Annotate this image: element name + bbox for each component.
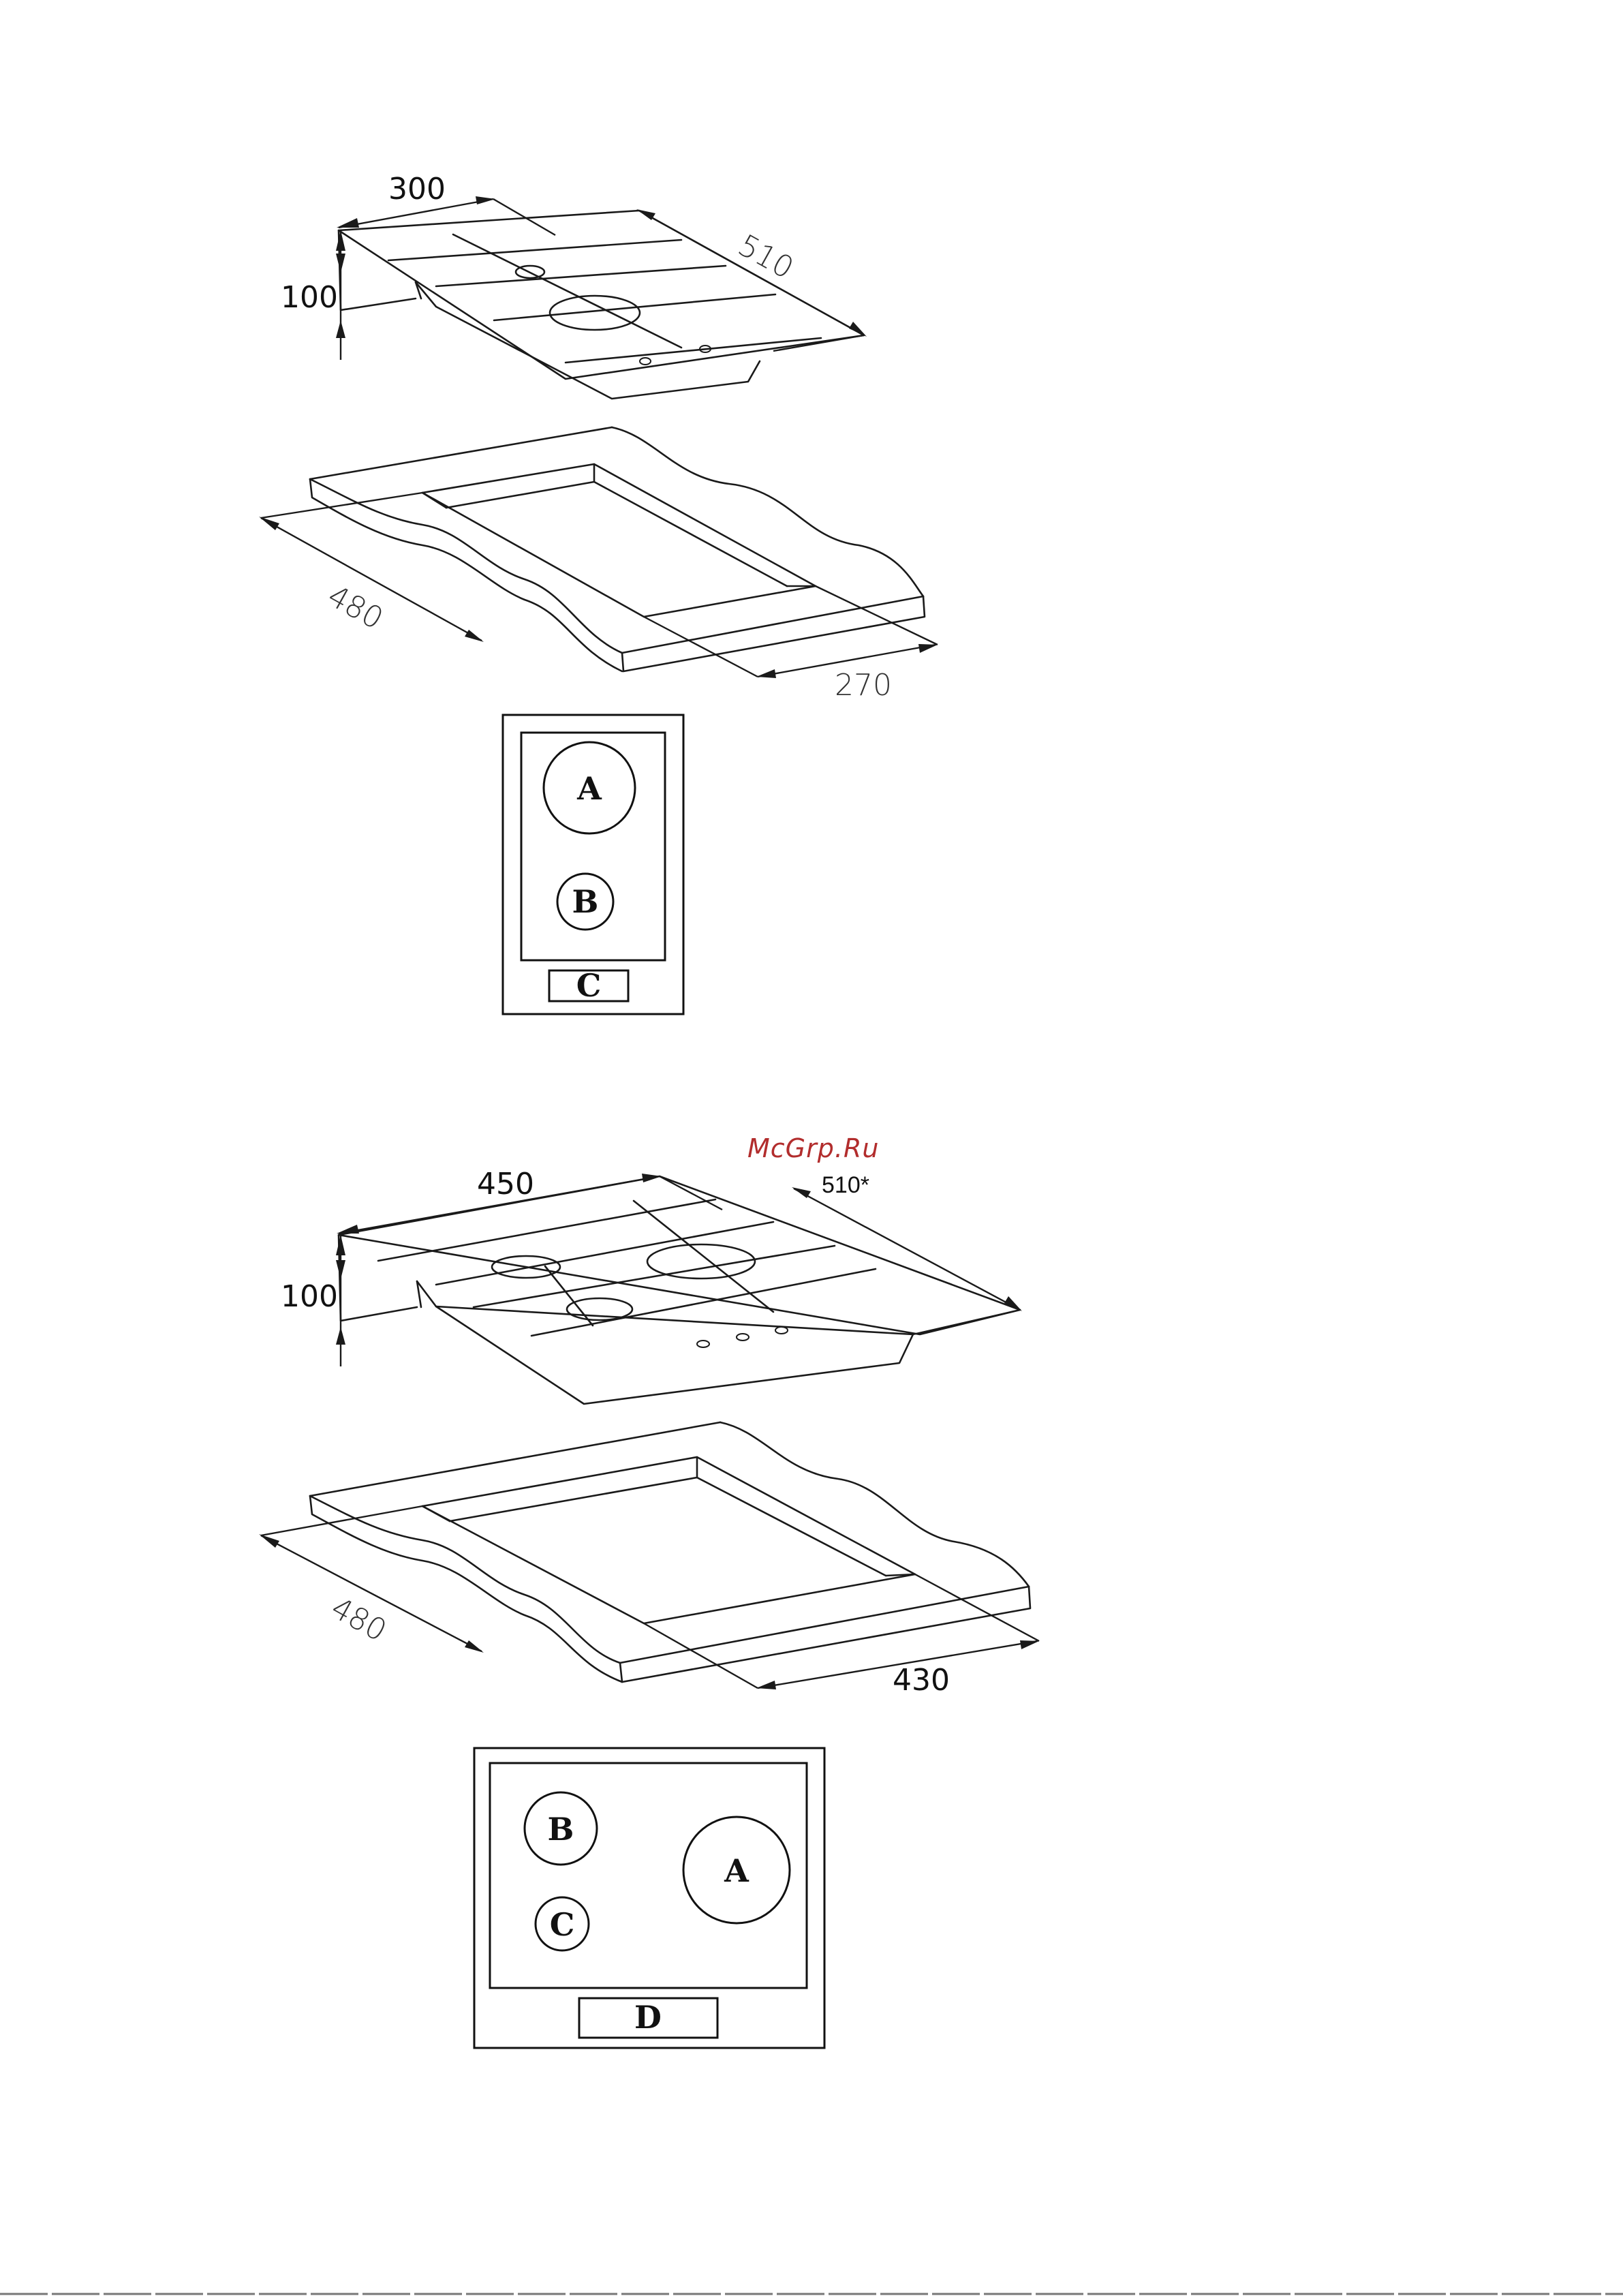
hob-large-control-label: D — [634, 1999, 662, 2036]
hob-large-zone-c-label: C — [550, 1906, 575, 1943]
hob-small-depth-label: 510 — [732, 228, 799, 286]
hob-small-iso — [339, 211, 864, 399]
hob-small-dimensions: 300 510 100 — [281, 172, 867, 360]
hob-large-height-label: 100 — [281, 1279, 338, 1314]
hob-small-cutout — [310, 427, 925, 671]
hob-large-cutout — [310, 1422, 1030, 1682]
hob-small-cutout-depth-label: 480 — [322, 579, 388, 637]
watermark: McGrp.Ru — [747, 1133, 879, 1163]
hob-small-width-label: 300 — [388, 172, 446, 206]
hob-large-zone-b-label: B — [548, 1811, 574, 1848]
hob-large-width-label: 450 — [477, 1167, 534, 1201]
hob-large-layout: B A C D — [474, 1748, 824, 2048]
hob-small-control-label: C — [576, 967, 602, 1004]
hob-large-zone-a-label: A — [724, 1852, 749, 1889]
hob-small-zone-a-label: A — [576, 770, 602, 807]
hob-small-layout: A B C — [503, 715, 683, 1014]
hob-small-cutout-width-label: 270 — [835, 668, 892, 703]
hob-large-cutout-width-label: 430 — [893, 1663, 950, 1698]
hob-large-dimensions: 450 510* 100 — [281, 1167, 1022, 1366]
hob-large-depth-label: 510* — [822, 1172, 869, 1198]
hob-small-zone-b-label: B — [572, 883, 599, 920]
hob-large-iso — [339, 1176, 1020, 1404]
hob-small-height-label: 100 — [281, 280, 338, 315]
hob-large-cutout-dimensions: 480 430 — [259, 1506, 1039, 1698]
